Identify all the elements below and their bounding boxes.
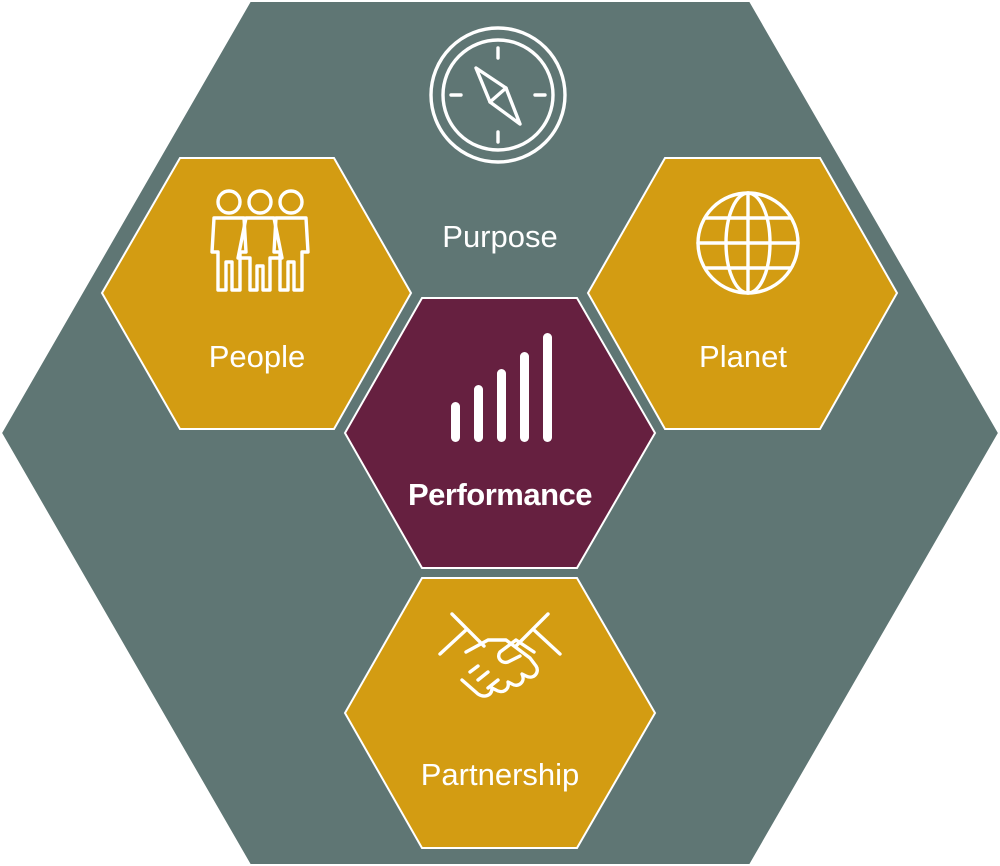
compass-icon: [429, 26, 567, 164]
people-icon: [210, 189, 310, 292]
people-hexagon: [100, 157, 413, 430]
planet-label: Planet: [699, 339, 787, 374]
globe-icon: [696, 191, 800, 295]
people-label: People: [209, 339, 306, 374]
performance-label: Performance: [408, 477, 592, 512]
bar-chart-icon: [451, 333, 552, 442]
purpose-label: Purpose: [442, 219, 557, 254]
partnership-hexagon: [343, 577, 657, 849]
partnership-label: Partnership: [421, 757, 580, 792]
handshake-icon: [438, 612, 562, 698]
